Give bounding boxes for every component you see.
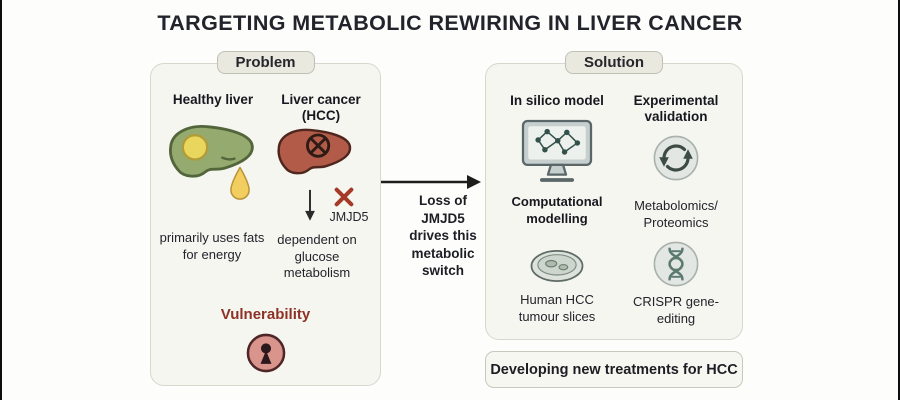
solution-label: Solution (565, 51, 663, 74)
dna-helix-icon (652, 240, 700, 288)
solution-panel: Solution In silico model Experimental va… (485, 51, 743, 340)
red-x-icon (333, 186, 355, 208)
circle-cross-icon (306, 133, 331, 158)
outcome-label: Developing new treatments for HCC (490, 361, 738, 378)
keyhole-lock-icon (245, 332, 287, 374)
outcome-box: Developing new treatments for HCC (485, 351, 743, 388)
flow-caption: Loss of JMJD5 drives this metabolic swit… (409, 193, 477, 279)
healthy-liver-icon (163, 122, 259, 184)
cancer-caption: dependent on glucose metabolism (277, 232, 357, 281)
experimental-heading: Experimental validation (633, 93, 719, 125)
insilico-heading: In silico model (510, 93, 604, 108)
fat-droplet-icon (227, 165, 253, 202)
healthy-caption: primarily uses fats for energy (159, 230, 265, 262)
vulnerability-label: Vulnerability (220, 306, 311, 323)
healthy-liver-heading: Healthy liver (172, 92, 254, 107)
experimental-caption: Metabolomics/ Proteomics (634, 198, 718, 230)
gene-label: JMJD5 (329, 210, 369, 224)
petri-dish-icon (528, 248, 586, 284)
insilico-caption: Computational modelling (511, 194, 603, 226)
crispr-caption: CRISPR gene-editing (633, 294, 719, 326)
page-title: TARGETING METABOLIC REWIRING IN LIVER CA… (157, 11, 743, 35)
down-arrow-icon (303, 184, 317, 228)
problem-panel: Problem Healthy liver Liver cancer (HCC) (150, 51, 381, 386)
right-arrow-icon (380, 172, 482, 192)
cancer-liver-icon (273, 126, 355, 180)
cycle-arrows-icon (652, 134, 700, 182)
monitor-network-icon (519, 118, 595, 186)
cancer-liver-heading: Liver cancer (HCC) (281, 92, 361, 124)
slices-caption: Human HCC tumour slices (518, 292, 596, 324)
problem-label: Problem (216, 51, 315, 74)
